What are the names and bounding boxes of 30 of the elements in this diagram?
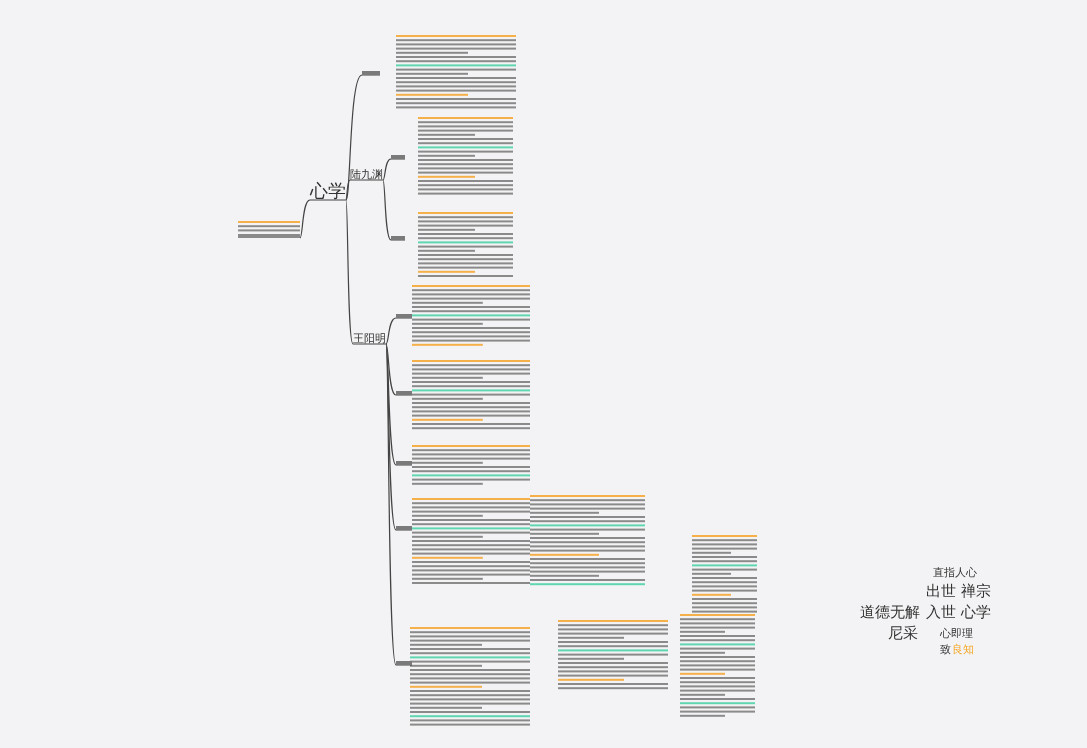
branch-line: [385, 343, 413, 466]
root-topic: 心学: [310, 182, 346, 200]
illegible-label-drawing: [238, 234, 300, 238]
branch-line: [385, 317, 413, 345]
keyword-label: 尼采: [888, 626, 918, 641]
illegible-label-drawing: [362, 71, 380, 75]
illegible-label-drawing: [391, 236, 405, 240]
illegible-label-drawing: [396, 314, 412, 318]
keyword-label: 致: [940, 644, 951, 655]
branch-line: [345, 179, 384, 201]
branch-line: [299, 199, 347, 239]
branch-line: [345, 74, 381, 201]
branch-line: [345, 199, 387, 345]
illegible-label-drawing: [396, 461, 412, 465]
keyword-label: 直指人心: [933, 567, 977, 578]
keyword-label: 良知: [952, 644, 974, 655]
illegible-label-drawing: [396, 661, 412, 665]
keyword-label: 道德无解: [860, 605, 920, 620]
illegible-label-drawing: [396, 391, 412, 395]
branch-line: [385, 343, 413, 666]
branch-line: [382, 179, 406, 241]
branch-line: [382, 158, 406, 181]
keyword-label: 心即理: [940, 628, 973, 639]
branch-label: 王阳明: [353, 333, 386, 344]
illegible-label-drawing: [396, 526, 412, 530]
keyword-label: 入世 心学: [926, 605, 991, 620]
branch-line: [385, 343, 413, 531]
illegible-label-drawing: [391, 155, 405, 159]
branch-label: 陆九渊: [350, 169, 383, 180]
keyword-label: 出世 禅宗: [926, 584, 991, 599]
